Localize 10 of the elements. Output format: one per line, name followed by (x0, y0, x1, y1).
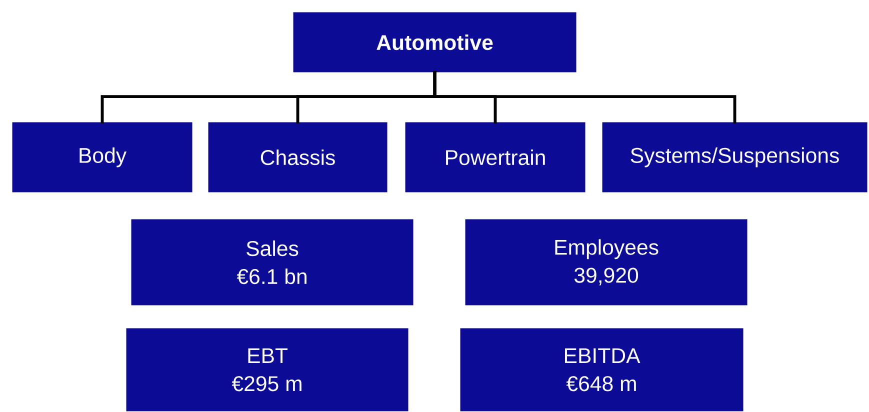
connector-line (433, 71, 736, 124)
info-box: Employees 39,920 (465, 219, 748, 306)
info-box: Body (12, 122, 192, 192)
info-box: Chassis (208, 122, 388, 192)
info-box: Powertrain (405, 122, 586, 192)
heading-box: Automotive (293, 12, 576, 72)
info-box: Systems/Suspensions (602, 122, 868, 192)
info-box: EBITDA €648 m (460, 328, 744, 412)
info-box: Sales €6.1 bn (131, 219, 414, 306)
info-box: EBT €295 m (126, 328, 408, 412)
